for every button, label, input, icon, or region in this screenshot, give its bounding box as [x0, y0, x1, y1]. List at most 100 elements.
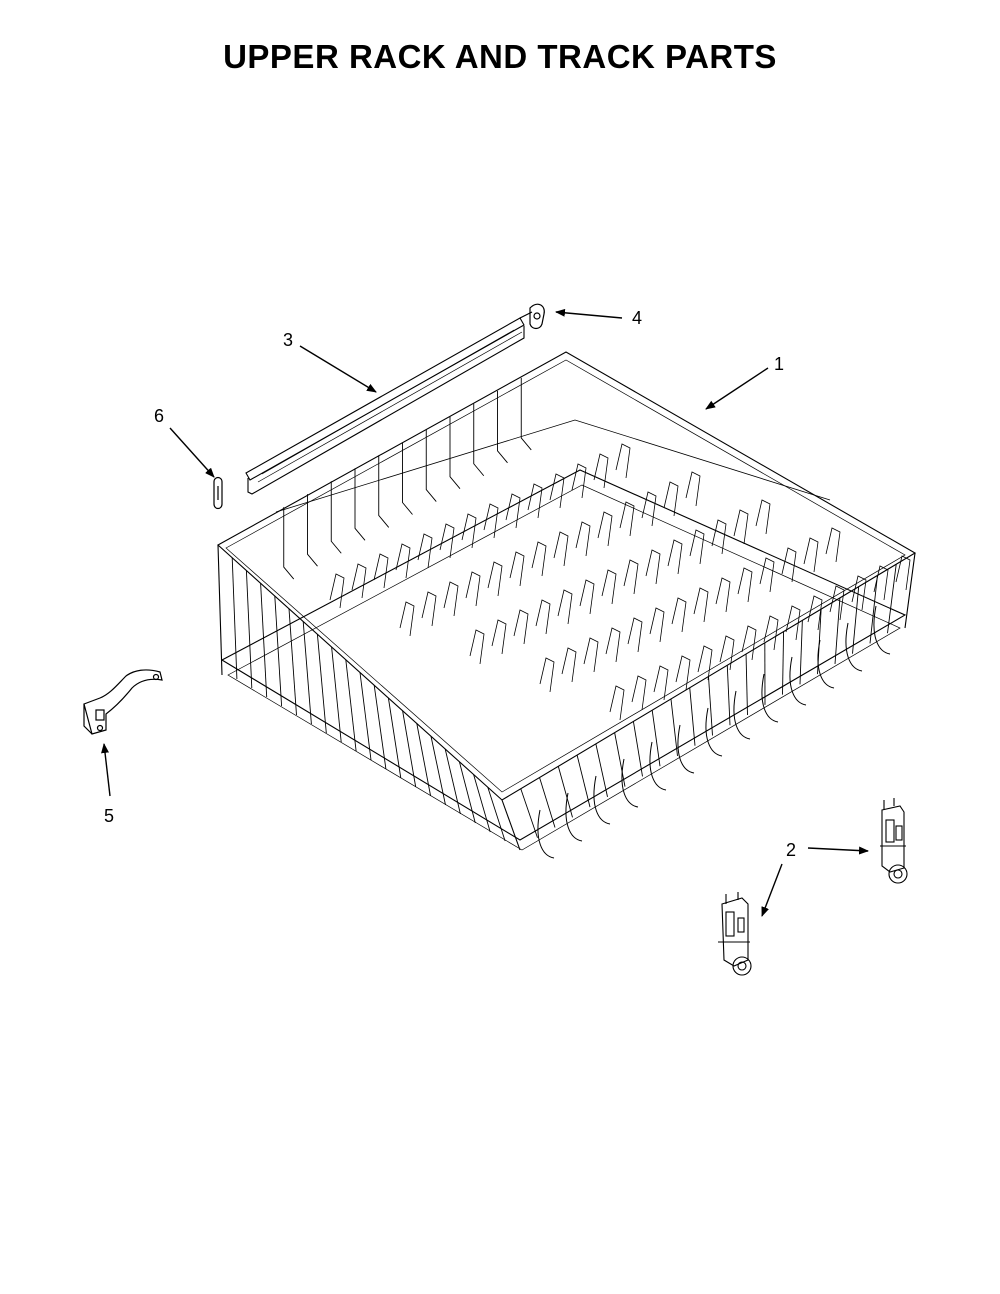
rack-back-tine	[402, 442, 413, 515]
rack-interior-tine	[443, 581, 459, 617]
rack-interior-tine	[421, 591, 437, 627]
callout-2: 2	[786, 840, 796, 860]
rack-interior-tine	[579, 579, 595, 615]
rack-bottom-hook	[873, 605, 891, 655]
rack-interior-tine	[373, 553, 389, 589]
rack-wire	[834, 597, 841, 664]
rack-wire	[260, 583, 268, 698]
rack-interior-tine	[653, 665, 669, 701]
rack-interior-tine	[561, 647, 577, 683]
leader-4	[555, 308, 623, 319]
rack-front-wires	[231, 557, 506, 842]
callout-leaders	[101, 308, 869, 917]
rack-interior-tine	[553, 531, 569, 567]
rack-interior-tine	[505, 493, 521, 529]
rack-interior-tine	[557, 589, 573, 625]
rack-track-rail[interactable]	[245, 317, 525, 495]
rack-interior-tine	[509, 551, 525, 587]
rack-wire	[359, 672, 372, 761]
rack-wire	[487, 787, 506, 842]
rack-interior-tine	[597, 511, 613, 547]
rack-back-tine	[330, 481, 342, 554]
rack-adjuster-arm[interactable]	[83, 669, 163, 735]
rack-wire	[576, 754, 591, 808]
rack-wire	[539, 777, 556, 828]
rail-clip[interactable]	[213, 476, 223, 510]
rack-interior-tine	[623, 559, 639, 595]
rack-interior-tine	[593, 453, 609, 489]
rack-back-tine	[497, 390, 508, 464]
rack-interior-tine	[461, 513, 477, 549]
rack-interior-tine	[741, 625, 757, 661]
rack-back-tine	[520, 377, 532, 451]
rack-interior-tine	[601, 569, 617, 605]
rack-interior-tine	[631, 675, 647, 711]
rack-back-tine	[354, 468, 366, 541]
rack-bottom-hook	[845, 622, 863, 672]
rack-interior-tine	[671, 597, 687, 633]
rack-interior-tine	[465, 571, 481, 607]
rack-wire	[288, 608, 297, 716]
rack-interior-tine	[697, 645, 713, 681]
rack-interior-tine	[535, 599, 551, 635]
rack-wheel-adjuster-left[interactable]	[718, 892, 752, 976]
rack-top-rim-inner	[225, 359, 906, 793]
rack-bottom-hook	[733, 690, 751, 740]
rack-bottom-hook	[677, 724, 695, 774]
leader-2b	[761, 863, 783, 917]
rack-interior-tine	[711, 519, 727, 555]
rack-interior-tine	[667, 539, 683, 575]
rack-interior-tine	[615, 443, 631, 479]
rack-bottom-hook	[537, 809, 555, 859]
track-end-stop[interactable]	[519, 303, 545, 330]
rack-interior-tine	[689, 529, 705, 565]
rack-wire	[708, 676, 713, 736]
rack-interior-tine	[469, 629, 485, 665]
upper-rack-assembly[interactable]	[217, 351, 917, 859]
rack-interior-tine	[719, 635, 735, 671]
rack-wire	[689, 687, 696, 746]
rack-interior-tine	[609, 685, 625, 721]
rack-interior-tine	[663, 481, 679, 517]
rack-interior-tine	[649, 607, 665, 643]
rack-bottom-hooks	[537, 605, 891, 859]
rack-bottom-rim-lower	[227, 484, 901, 851]
rack-wheel-adjuster-right[interactable]	[880, 798, 908, 884]
rack-interior-tine	[549, 473, 565, 509]
rack-interior-tine	[329, 573, 345, 609]
callout-1: 1	[774, 354, 784, 374]
rack-wire	[557, 766, 573, 818]
rack-interior-tine	[417, 533, 433, 569]
rack-wire	[651, 710, 661, 767]
rack-interior-tine	[351, 563, 367, 599]
rack-interior-tine	[641, 491, 657, 527]
rack-side-wires	[520, 564, 897, 838]
rack-back-tine	[425, 429, 437, 502]
rack-interior-tine	[395, 543, 411, 579]
rack-interior-tine	[755, 499, 771, 535]
rack-interior-tine	[491, 619, 507, 655]
rack-interior-tine	[895, 555, 911, 591]
callout-5: 5	[104, 806, 114, 826]
rack-bottom-hook	[761, 673, 779, 723]
rack-interior-tine	[487, 561, 503, 597]
rack-interior-tine	[693, 587, 709, 623]
rack-interior-tine	[575, 521, 591, 557]
rack-top-rim	[217, 351, 917, 801]
rack-interior-tine	[807, 595, 823, 631]
callout-6: 6	[154, 406, 164, 426]
rack-interior-tine	[873, 565, 889, 601]
rack-wire	[614, 732, 626, 787]
rack-back-tine	[307, 494, 318, 567]
rack-interior-tine	[627, 617, 643, 653]
rack-wire	[869, 575, 878, 644]
rack-wire	[387, 697, 402, 779]
rack-wire	[458, 761, 476, 824]
rack-interior-tine	[737, 567, 753, 603]
rack-back-tines	[283, 377, 532, 580]
rack-bottom-hook	[649, 741, 667, 791]
rack-wire	[245, 570, 253, 689]
rack-wire	[231, 557, 238, 680]
rack-interior-tine	[759, 557, 775, 593]
